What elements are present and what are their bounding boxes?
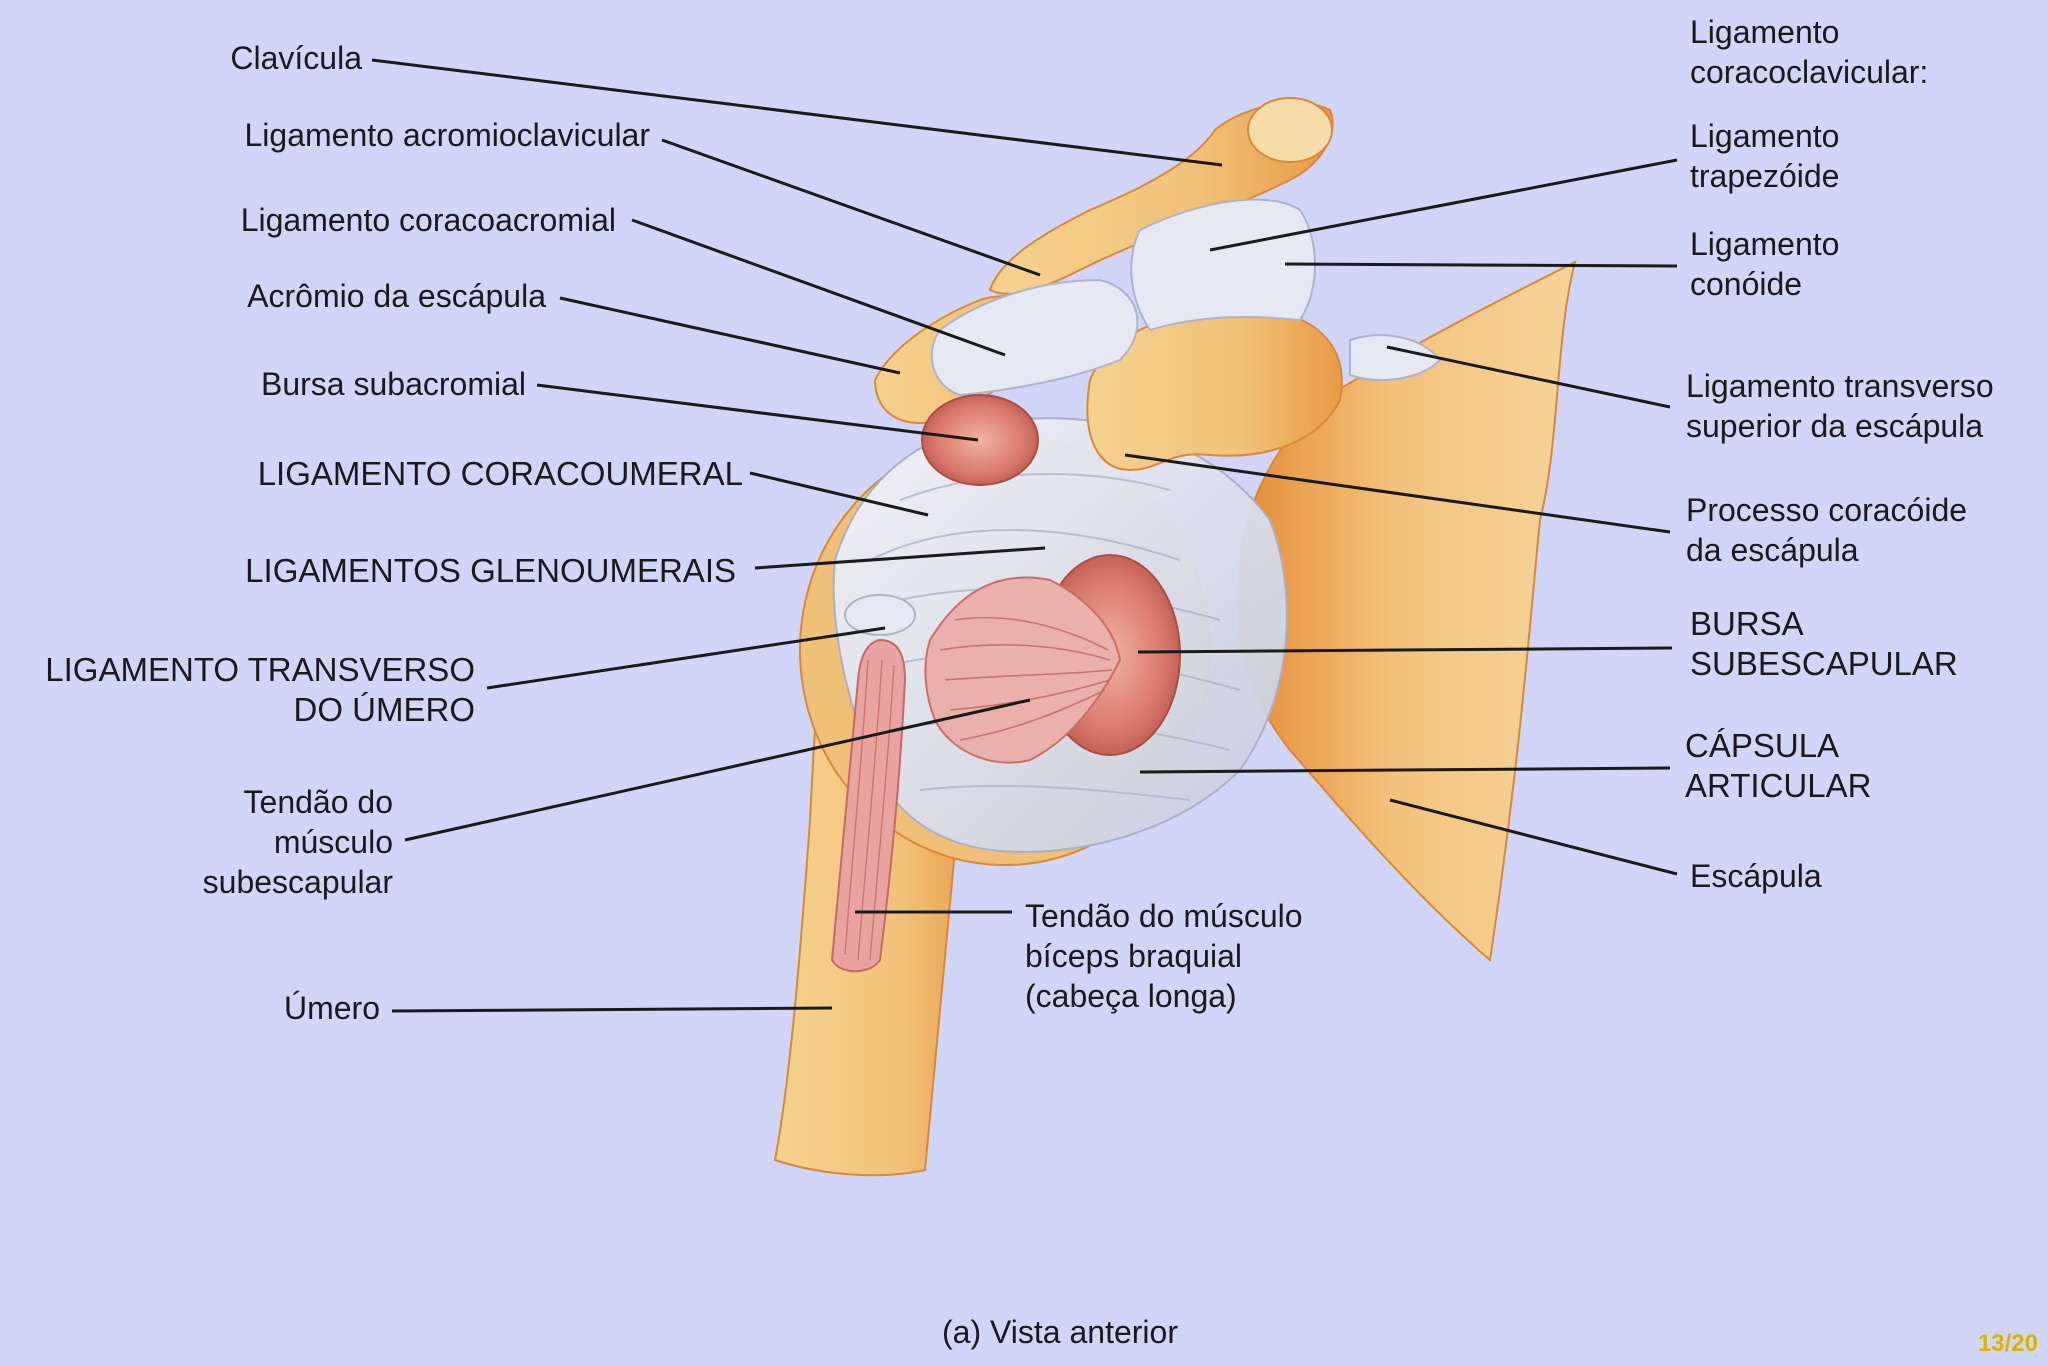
- label-umero: Úmero: [283, 990, 380, 1026]
- label-lig-conoide: Ligamento conóide: [1690, 224, 1839, 304]
- label-escapula: Escápula: [1690, 858, 1822, 894]
- label-processo-coracoide: Processo coracóide da escápula: [1686, 490, 1967, 570]
- page-number: 13/20: [1977, 1330, 2038, 1357]
- label-lig-coracoumeral: LIGAMENTO CORACOUMERAL: [257, 455, 743, 492]
- leader-lig-transverso-umero: [486, 626, 886, 690]
- label-lig-acromioclavicular: Ligamento acromioclavicular: [244, 117, 650, 153]
- label-lig-coracoclavicular: Ligamento coracoclavicular:: [1690, 12, 1928, 92]
- transverse-superior-ligament-shape: [1349, 334, 1442, 381]
- label-line: subescapular: [202, 864, 393, 900]
- leader-escapula: [1389, 798, 1678, 876]
- leader-lig-transverso-superior: [1386, 345, 1671, 409]
- transverse-humeral-ligament-shape: [844, 594, 916, 636]
- label-line: trapezóide: [1690, 158, 1840, 194]
- label-line: músculo: [273, 824, 393, 860]
- leader-bursa-subescapular: [1137, 646, 1673, 654]
- label-capsula-articular: CÁPSULA ARTICULAR: [1685, 726, 1871, 806]
- label-lig-trapezoide: Ligamento trapezóide: [1690, 116, 1839, 196]
- leader-lig-coracoacromial: [631, 218, 1006, 357]
- label-bursa-subescapular: BURSA SUBESCAPULAR: [1690, 604, 1958, 684]
- leader-umero: [391, 1006, 833, 1013]
- leader-tendao-subescapular: [404, 698, 1031, 842]
- label-lig-coracoacromial: Ligamento coracoacromial: [240, 202, 616, 238]
- label-line: conóide: [1690, 266, 1803, 302]
- label-line: Tendão do músculo: [1025, 898, 1303, 934]
- label-line: Ligamento transverso: [1686, 368, 1994, 404]
- leader-lig-acromioclavicular: [661, 138, 1041, 277]
- label-line: superior da escápula: [1686, 408, 1984, 444]
- label-tendao-biceps: Tendão do músculo bíceps braquial (cabeç…: [1025, 896, 1303, 1016]
- label-line: BURSA: [1690, 605, 1804, 642]
- label-lig-glenoumerais: LIGAMENTOS GLENOUMERAIS: [245, 552, 736, 589]
- label-lig-transverso-umero: LIGAMENTO TRANSVERSO DO ÚMERO: [45, 650, 475, 730]
- label-line: DO ÚMERO: [293, 691, 476, 728]
- label-line: ARTICULAR: [1685, 767, 1872, 804]
- label-lig-transverso-superior: Ligamento transverso superior da escápul…: [1686, 366, 1994, 446]
- leader-capsula-articular: [1139, 766, 1671, 774]
- label-tendao-subescapular: Tendão do músculo subescapular: [203, 782, 393, 902]
- label-clavicula: Clavícula: [230, 40, 362, 76]
- figure-caption: (a) Vista anterior: [942, 1314, 1178, 1350]
- leader-bursa-subacromial: [536, 383, 979, 442]
- leader-processo-coracoide: [1124, 453, 1671, 534]
- leader-lig-coracoumeral: [749, 471, 929, 517]
- label-line: Ligamento: [1690, 14, 1840, 50]
- leader-lig-trapezoide: [1209, 158, 1678, 252]
- label-acromio: Acrômio da escápula: [247, 278, 546, 314]
- leader-lig-glenoumerais: [754, 546, 1046, 570]
- leader-lig-conoide: [1284, 262, 1678, 268]
- label-line: da escápula: [1686, 532, 1859, 568]
- leader-acromio: [559, 296, 901, 375]
- label-line: CÁPSULA: [1685, 727, 1840, 764]
- label-line: Processo coracóide: [1686, 492, 1968, 528]
- label-line: LIGAMENTO TRANSVERSO: [45, 651, 475, 688]
- clavicle-cut-end: [1247, 97, 1333, 163]
- coracoacromial-ligament-shape: [930, 278, 1139, 397]
- clavicle-shape: [988, 101, 1334, 295]
- label-line: Tendão do: [243, 784, 393, 820]
- leader-clavicula: [371, 58, 1223, 167]
- coracoclavicular-ligament-shape: [1130, 198, 1316, 332]
- label-line: Ligamento: [1690, 226, 1840, 262]
- subacromial-bursa-shape: [921, 394, 1039, 486]
- label-line: coracoclavicular:: [1690, 54, 1929, 90]
- leader-lines: [371, 58, 1678, 1013]
- label-line: (cabeça longa): [1025, 978, 1237, 1014]
- label-bursa-subacromial: Bursa subacromial: [261, 366, 526, 402]
- label-line: Ligamento: [1690, 118, 1840, 154]
- label-line: SUBESCAPULAR: [1690, 645, 1958, 682]
- label-line: bíceps braquial: [1025, 938, 1243, 974]
